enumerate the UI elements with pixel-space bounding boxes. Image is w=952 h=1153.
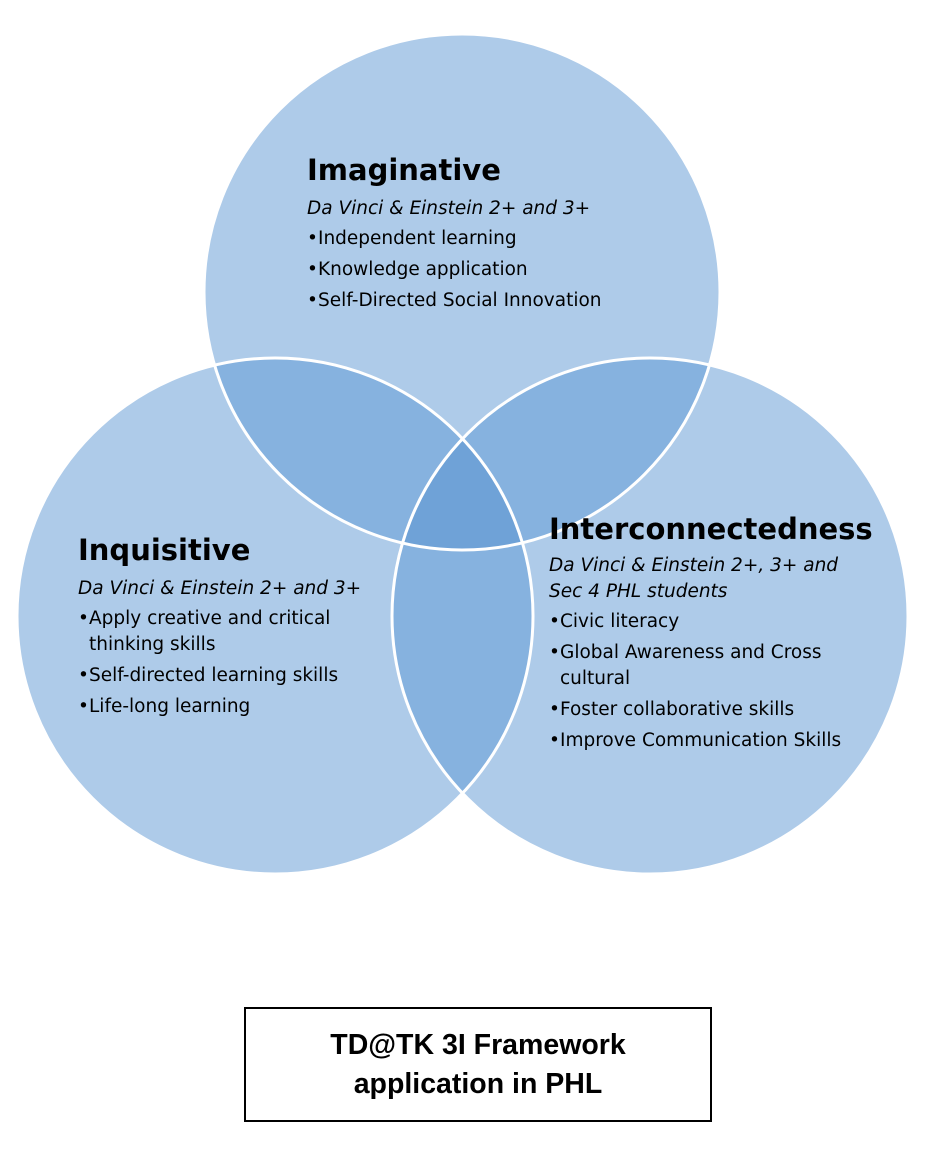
list-item: Apply creative and critical thinking ski… [78, 606, 351, 658]
interconnectedness-subtitle: Da Vinci & Einstein 2+, 3+ and Sec 4 PHL… [549, 555, 839, 602]
list-item: Independent learning [307, 226, 687, 252]
list-item: Knowledge application [307, 257, 687, 283]
caption-box: TD@TK 3I Framework application in PHL [244, 1007, 712, 1122]
inquisitive-subtitle: Da Vinci & Einstein 2+ and 3+ [78, 578, 362, 599]
list-item: Life-long learning [78, 694, 398, 720]
imaginative-title: Imaginative [307, 153, 501, 187]
list-item: Global Awareness and Cross cultural [549, 640, 845, 692]
interconnectedness-block: Interconnectedness Da Vinci & Einstein 2… [549, 511, 894, 759]
inquisitive-title: Inquisitive [78, 533, 251, 567]
list-item: Self-Directed Social Innovation [307, 288, 687, 314]
list-item: Civic literacy [549, 609, 894, 635]
venn-diagram [15, 32, 910, 876]
list-item: Improve Communication Skills [549, 728, 894, 754]
inquisitive-list: Apply creative and critical thinking ski… [78, 606, 398, 720]
interconnectedness-title: Interconnectedness [549, 512, 873, 546]
overlap-top-right [392, 358, 720, 550]
imaginative-block: Imaginative Da Vinci & Einstein 2+ and 3… [307, 152, 687, 319]
list-item: Foster collaborative skills [549, 697, 894, 723]
list-item: Self-directed learning skills [78, 663, 398, 689]
interconnectedness-list: Civic literacy Global Awareness and Cros… [549, 609, 894, 754]
imaginative-list: Independent learning Knowledge applicati… [307, 226, 687, 314]
inquisitive-block: Inquisitive Da Vinci & Einstein 2+ and 3… [78, 532, 398, 725]
caption-line-1: TD@TK 3I Framework [330, 1028, 626, 1061]
imaginative-subtitle: Da Vinci & Einstein 2+ and 3+ [307, 198, 591, 219]
caption-line-2: application in PHL [353, 1067, 603, 1100]
overlap-top-left [204, 358, 533, 550]
